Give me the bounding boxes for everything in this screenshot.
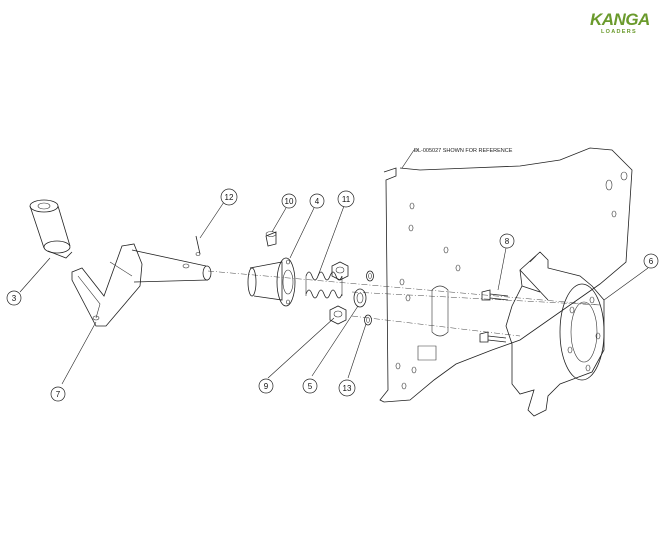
callout-label: 6: [649, 257, 654, 266]
callout-5: 5: [302, 378, 318, 394]
callout-label: 3: [12, 294, 17, 303]
callout-label: 9: [264, 382, 269, 391]
washer-part-13-upper: [366, 270, 374, 282]
handle-lever-part-7: [71, 243, 143, 327]
callout-13: 13: [338, 379, 356, 397]
callout-label: 10: [285, 197, 294, 206]
washer-part-5: [353, 288, 367, 308]
reference-plate: [379, 147, 633, 403]
callout-8: 8: [499, 233, 515, 249]
callout-7: 7: [50, 386, 66, 402]
kanga-logo: KANGA LOADERS: [590, 10, 662, 40]
callout-label: 12: [225, 193, 234, 202]
bolt-part-8-lower: [479, 331, 507, 343]
spring-part-11: [305, 271, 343, 299]
callout-9: 9: [258, 378, 274, 394]
callout-label: 11: [342, 195, 351, 204]
callout-3: 3: [6, 290, 22, 306]
washer-part-13-lower: [364, 314, 372, 326]
bolt-part-8-upper: [481, 289, 509, 301]
logo-subtitle: LOADERS: [601, 29, 637, 35]
callout-label: 4: [315, 197, 320, 206]
leader-lines: [19, 149, 649, 385]
pin-part-3: [29, 199, 73, 259]
callout-12: 12: [220, 188, 238, 206]
shaft-part-12: [131, 235, 212, 283]
nut-part-9-lower: [329, 305, 347, 325]
callout-label: 7: [56, 390, 61, 399]
callout-10: 10: [281, 193, 297, 209]
callout-label: 13: [343, 384, 352, 393]
callout-11: 11: [337, 190, 355, 208]
logo-wordmark: KANGA: [590, 10, 650, 29]
callout-label: 5: [308, 382, 313, 391]
axis-lines: [207, 270, 601, 337]
callout-4: 4: [309, 193, 325, 209]
flange-bushing-part-4: [247, 257, 296, 307]
callout-6: 6: [643, 253, 659, 269]
nut-part-9-upper: [331, 261, 349, 281]
detent-pin-part-10: [265, 231, 277, 247]
callout-label: 8: [505, 237, 510, 246]
hub-housing-part-6: [505, 251, 605, 417]
reference-note: DL-005027 SHOWN FOR REFERENCE: [414, 148, 513, 154]
